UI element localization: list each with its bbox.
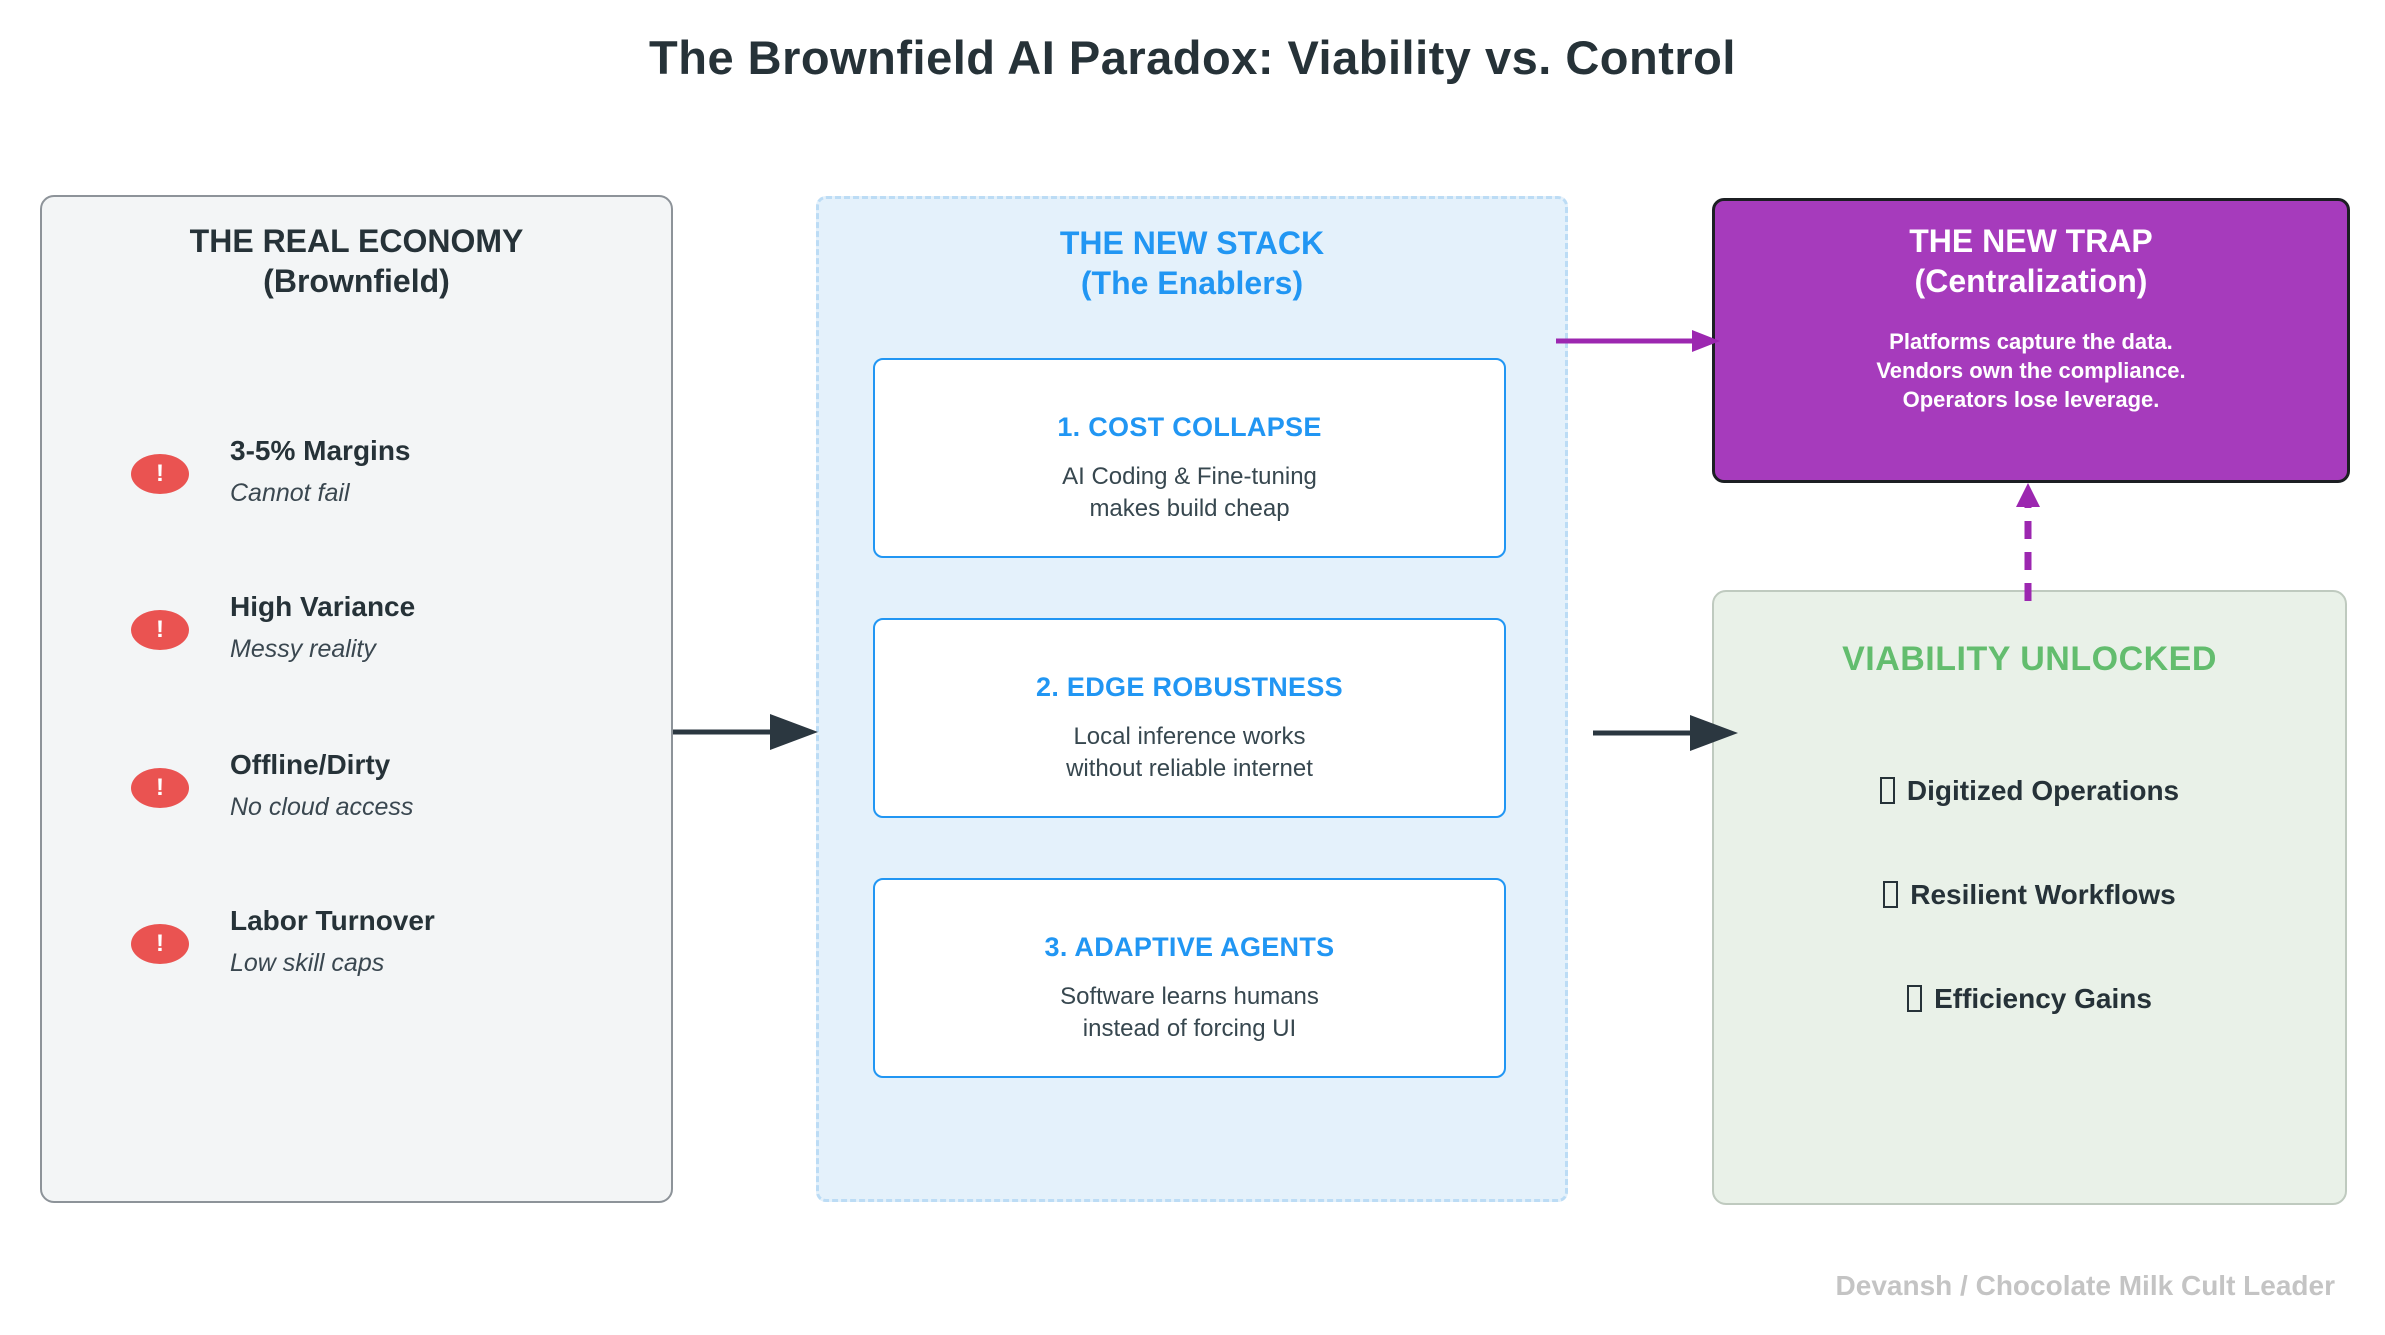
new-stack-header: THE NEW STACK (The Enablers) [819,199,1565,303]
warning-icon: ! [131,924,189,964]
enabler-card-body-line1: Software learns humans [1060,983,1319,1010]
real-economy-header: THE REAL ECONOMY (Brownfield) [42,197,671,301]
risk-item-variance: ! High Variance Messy reality [42,588,671,672]
enabler-card-body-line2: without reliable internet [1066,755,1313,782]
risk-note: Low skill caps [230,949,385,977]
dashed-arrow-viability-to-trap [2016,483,2040,601]
risk-note: No cloud access [230,793,414,821]
benefit-item-efficiency: Efficiency Gains [1714,983,2345,1015]
risk-item-labor: ! Labor Turnover Low skill caps [42,902,671,986]
arrow-economy-to-stack [673,714,818,750]
viability-header: VIABILITY UNLOCKED [1842,640,2217,678]
credit-text: Devansh / Chocolate Milk Cult Leader [1835,1270,2335,1301]
enabler-card-body-line2: instead of forcing UI [1082,1015,1297,1042]
new-trap-header-line1: THE NEW TRAP [1909,223,2153,259]
benefit-item-digitized: Digitized Operations [1714,775,2345,807]
enabler-card-body: Local inference works without reliable i… [875,721,1504,785]
new-trap-body-line2: Vendors own the compliance. [1876,358,2186,383]
missing-glyph-icon [1883,881,1899,908]
warning-icon: ! [131,454,189,494]
new-trap-body-line3: Operators lose leverage. [1902,387,2160,412]
risk-label: 3-5% Margins [230,435,411,466]
enabler-card-body-line1: Local inference works [1073,723,1306,750]
risk-label: High Variance [230,591,416,622]
new-stack-header-line1: THE NEW STACK [1059,225,1325,261]
warning-icon: ! [131,610,189,650]
risk-note: Cannot fail [230,479,350,507]
warning-icon: ! [131,768,189,808]
page-title: The Brownfield AI Paradox: Viability vs.… [649,31,1736,84]
benefit-item-resilient: Resilient Workflows [1714,879,2345,911]
missing-glyph-icon [1879,777,1895,804]
new-stack-header-line2: (The Enablers) [1080,265,1304,301]
real-economy-header-line2: (Brownfield) [263,263,450,299]
enabler-card-title: 1. COST COLLAPSE [1057,412,1322,442]
enabler-card-edge-robustness: 2. EDGE ROBUSTNESS Local inference works… [873,618,1506,818]
risk-item-offline: ! Offline/Dirty No cloud access [42,746,671,830]
real-economy-header-line1: THE REAL ECONOMY [189,223,524,259]
missing-glyph-icon [1907,985,1923,1012]
benefit-label: Efficiency Gains [1934,983,2152,1014]
enabler-card-body-line1: AI Coding & Fine-tuning [1062,463,1317,490]
risk-item-margins: ! 3-5% Margins Cannot fail [42,432,671,516]
real-economy-panel: THE REAL ECONOMY (Brownfield) ! 3-5% Mar… [40,195,673,1203]
enabler-card-body: Software learns humans instead of forcin… [875,981,1504,1045]
enabler-card-body: AI Coding & Fine-tuning makes build chea… [875,461,1504,525]
new-trap-header: THE NEW TRAP (Centralization) [1715,221,2347,301]
enabler-card-adaptive-agents: 3. ADAPTIVE AGENTS Software learns human… [873,878,1506,1078]
arrow-stack-to-trap [1556,330,1720,352]
enabler-card-title: 2. EDGE ROBUSTNESS [1036,672,1343,702]
enabler-card-cost-collapse: 1. COST COLLAPSE AI Coding & Fine-tuning… [873,358,1506,558]
benefit-label: Digitized Operations [1906,775,2180,806]
new-trap-header-line2: (Centralization) [1914,263,2148,299]
new-trap-body: Platforms capture the data. Vendors own … [1715,327,2347,414]
risk-label: Offline/Dirty [230,749,391,780]
enabler-card-body-line2: makes build cheap [1089,495,1290,522]
new-trap-panel: THE NEW TRAP (Centralization) Platforms … [1712,198,2350,483]
viability-panel: VIABILITY UNLOCKED Digitized Operations … [1712,590,2347,1205]
risk-label: Labor Turnover [230,905,435,936]
new-trap-body-line1: Platforms capture the data. [1889,329,2173,354]
enabler-card-title: 3. ADAPTIVE AGENTS [1044,932,1335,962]
benefit-label: Resilient Workflows [1910,879,2176,910]
risk-note: Messy reality [230,635,376,663]
